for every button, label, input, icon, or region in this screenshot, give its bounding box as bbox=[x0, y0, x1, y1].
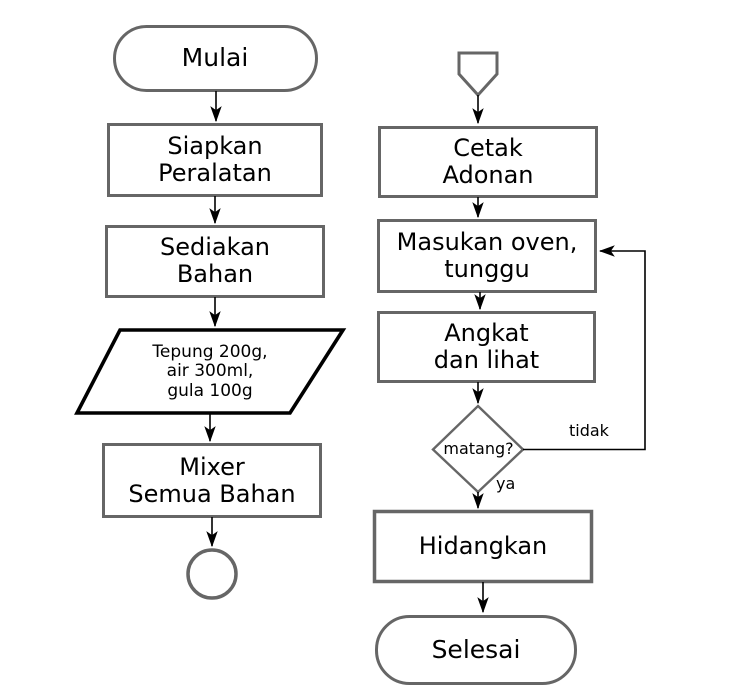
start-terminator-shape bbox=[113, 25, 318, 92]
serve-process-shape bbox=[372, 509, 594, 584]
prepare-tools-process-shape bbox=[107, 123, 323, 197]
end-terminator-shape bbox=[375, 615, 577, 685]
ingredients-input-parallelogram-shape bbox=[74, 328, 347, 415]
edge-label-no: tidak bbox=[569, 421, 609, 440]
prepare-ingredients-process-shape bbox=[105, 225, 325, 298]
arrow-decision-no-loop-to-oven bbox=[523, 245, 646, 451]
mix-process-shape bbox=[102, 443, 322, 518]
edge-label-yes: ya bbox=[496, 474, 516, 493]
oven-wait-process-shape bbox=[377, 219, 597, 293]
shape-dough-process-shape bbox=[378, 126, 598, 198]
lift-check-process-shape bbox=[377, 311, 596, 383]
circle-connector-shape bbox=[186, 548, 238, 600]
off-page-connector-shape bbox=[457, 51, 499, 98]
